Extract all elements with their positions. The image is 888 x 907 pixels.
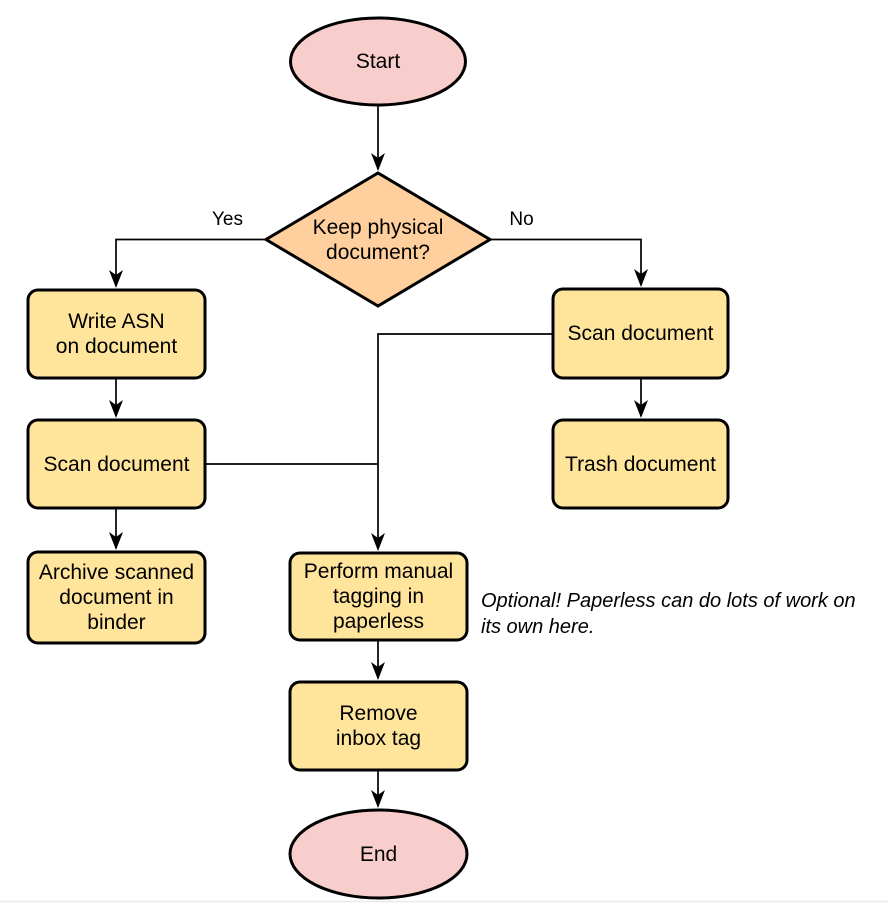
edge-decision-yes-to-write-asn — [109, 238, 266, 288]
archive-binder-node-shape — [26, 550, 207, 645]
edge-scan-right-to-tagging — [371, 333, 553, 551]
decision-node-shape — [263, 171, 493, 308]
trash-document-node-shape — [551, 418, 730, 510]
end-node-label: End — [359, 842, 398, 866]
decision-node-label: Keep physical document? — [312, 215, 444, 264]
start-node-shape — [289, 16, 467, 107]
manual-tagging-node-label: Perform manual tagging in paperless — [303, 560, 454, 633]
archive-binder-node-label: Archive scanned document in binder — [38, 561, 195, 634]
scan-document-left-node-shape — [26, 418, 207, 510]
yes-edge-label: Yes — [197, 207, 258, 233]
end-node-shape — [288, 808, 469, 900]
scan-document-left-node-label: Scan document — [43, 452, 190, 476]
write-asn-node-label: Write ASN on document — [55, 310, 178, 358]
remove-inbox-tag-node-label: Remove inbox tag — [335, 702, 422, 750]
no-edge-label: No — [491, 207, 552, 233]
edge-decision-no-to-scan-right — [490, 238, 648, 287]
manual-tagging-node-shape — [288, 551, 469, 642]
remove-inbox-tag-node-shape — [288, 680, 469, 772]
write-asn-node-shape — [26, 288, 207, 380]
scan-document-right-node-shape — [551, 287, 730, 380]
optional-note-text: Optional! Paperless can do lots of work … — [481, 590, 856, 638]
scan-document-right-node-label: Scan document — [567, 322, 714, 345]
trash-document-node-label: Trash document — [565, 452, 716, 476]
start-node-label: Start — [355, 50, 401, 73]
